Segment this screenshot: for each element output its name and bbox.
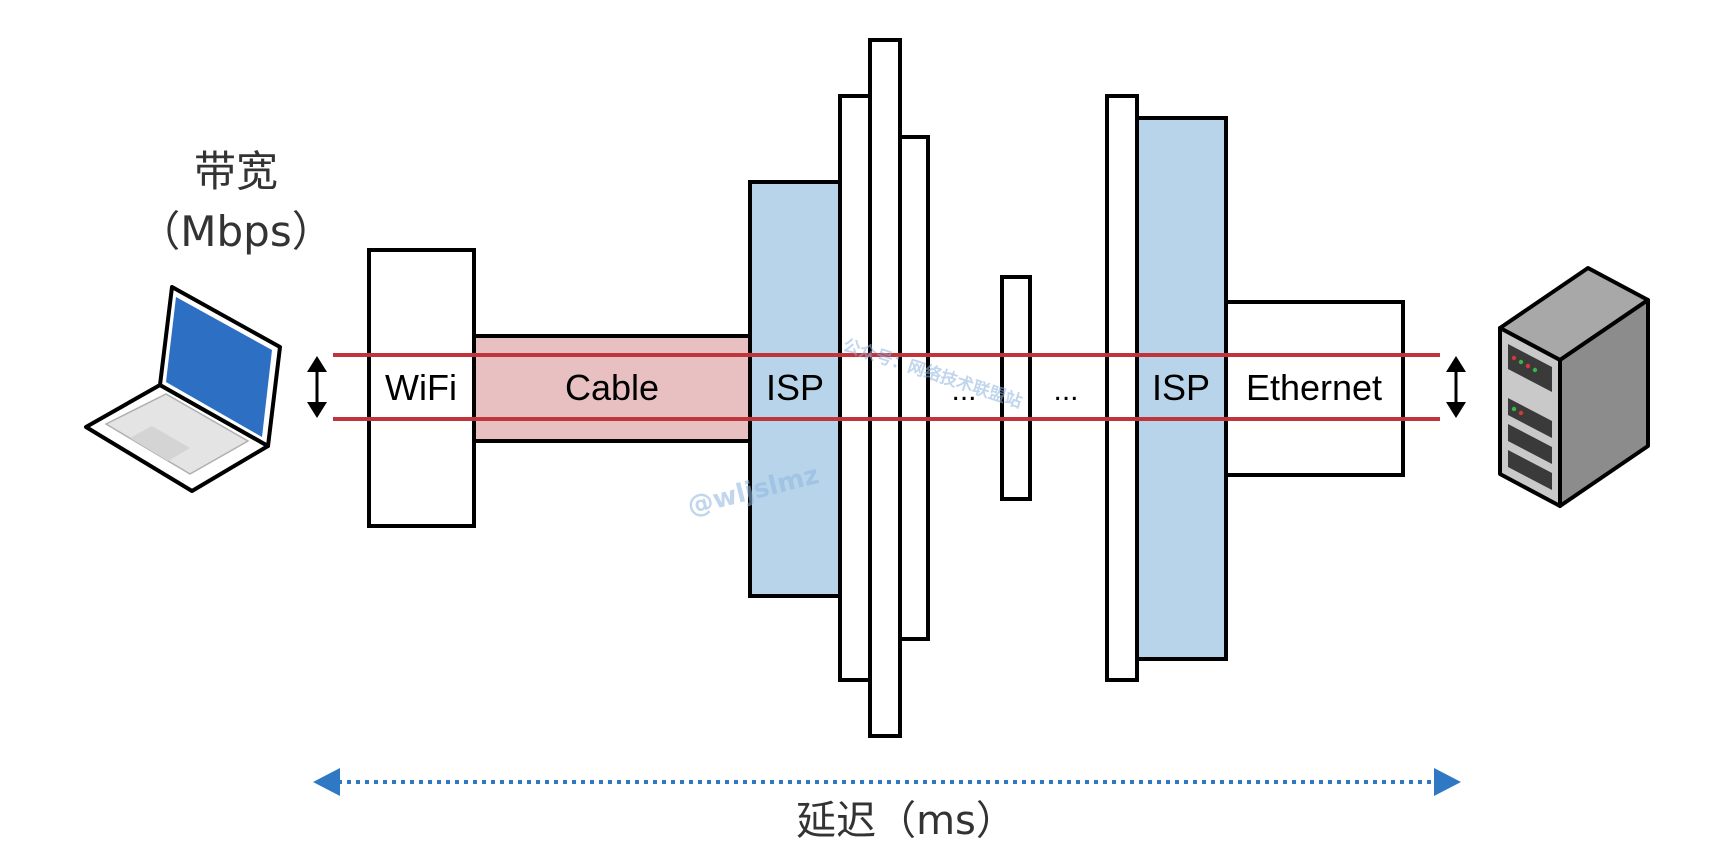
hop-box-4	[1105, 94, 1139, 682]
label-ethernet: Ethernet	[1246, 367, 1382, 408]
hop-box-middle	[1000, 275, 1032, 501]
laptop-icon	[84, 285, 282, 493]
label-isp-right: ISP	[1152, 367, 1210, 408]
latency-label: 延迟（ms）	[796, 798, 1016, 844]
hop-box-1	[838, 94, 872, 682]
latency-arrow	[313, 768, 1461, 796]
segment-boxes	[367, 38, 1405, 738]
label-ellipsis-left: ...	[951, 374, 976, 407]
isp-left-box	[748, 180, 842, 598]
ethernet-box	[1224, 300, 1405, 477]
bandwidth-unit: （Mbps）	[138, 207, 333, 256]
label-isp-left: ISP	[766, 367, 824, 408]
bandwidth-title: 带宽	[194, 147, 278, 196]
label-cable: Cable	[565, 367, 659, 408]
label-wifi: WiFi	[385, 367, 457, 408]
hop-box-2	[868, 38, 902, 738]
hop-box-3	[898, 135, 930, 641]
bandwidth-arrow-left	[307, 356, 327, 418]
bandwidth-arrow-right	[1446, 356, 1466, 418]
label-ellipsis-right: ...	[1053, 374, 1078, 407]
server-icon	[1498, 266, 1650, 508]
